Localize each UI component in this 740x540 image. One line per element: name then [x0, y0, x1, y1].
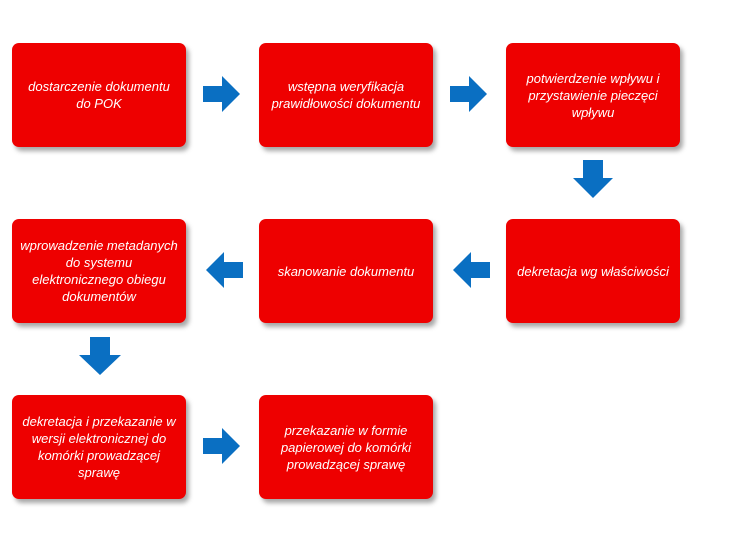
step-8-label: przekazanie w formie papierowej do komór…: [280, 422, 412, 472]
step-3-box: potwierdzenie wpływu i przystawienie pie…: [506, 43, 680, 147]
arrow-down-icon: [573, 160, 613, 198]
step-6-box: wprowadzenie metadanych do systemu elekt…: [12, 219, 186, 323]
arrow-right-icon: [450, 76, 487, 112]
arrow-left-icon: [206, 252, 243, 288]
step-5-label: skanowanie dokumentu: [277, 263, 415, 279]
step-4-box: dekretacja wg właściwości: [506, 219, 680, 323]
arrow-left-icon: [453, 252, 490, 288]
step-6-label: wprowadzenie metadanych do systemu elekt…: [20, 238, 178, 304]
step-5-box: skanowanie dokumentu: [259, 219, 433, 323]
arrow-right-icon: [203, 428, 240, 464]
arrow-down-icon: [79, 337, 121, 375]
step-4-label: dekretacja wg właściwości: [517, 263, 669, 279]
arrow-right-icon: [203, 76, 240, 112]
step-1-box: dostarczenie dokumentu do POK: [12, 43, 186, 147]
step-7-box: dekretacja i przekazanie w wersji elektr…: [12, 395, 186, 499]
step-3-label: potwierdzenie wpływu i przystawienie pie…: [526, 70, 660, 120]
step-7-label: dekretacja i przekazanie w wersji elektr…: [22, 414, 176, 480]
step-1-label: dostarczenie dokumentu do POK: [28, 79, 170, 111]
step-2-box: wstępna weryfikacja prawidłowości dokume…: [259, 43, 433, 147]
step-8-box: przekazanie w formie papierowej do komór…: [259, 395, 433, 499]
step-2-label: wstępna weryfikacja prawidłowości dokume…: [271, 79, 421, 111]
